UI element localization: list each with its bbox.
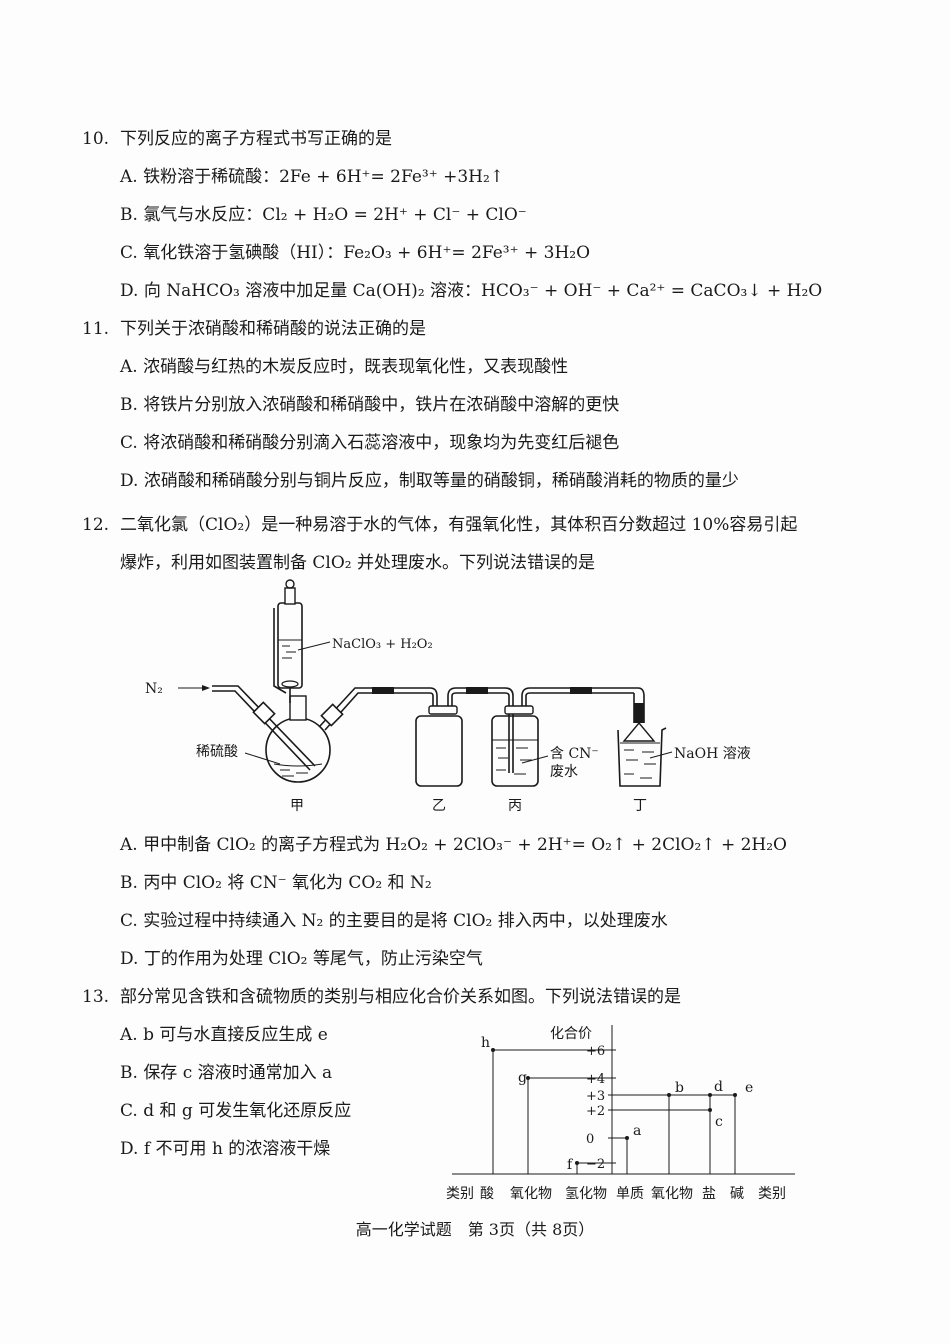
n2-arrowhead bbox=[202, 685, 210, 691]
x-axis-label-left: 类别 bbox=[446, 1186, 474, 1202]
beaker-ding bbox=[617, 727, 667, 787]
question-13-stem: 13.部分常见含铁和含硫物质的类别与相应化合价关系如图。下列说法错误的是 bbox=[82, 987, 681, 1007]
x-axis-label-right: 类别 bbox=[758, 1186, 786, 1202]
q10-option-a: A. 铁粉溶于稀硫酸：2Fe + 6H⁺= 2Fe³⁺ +3H₂↑ bbox=[120, 167, 505, 187]
q13-option-d: D. f 不可用 h 的浓溶液干燥 bbox=[120, 1139, 331, 1159]
question-number: 12. bbox=[82, 515, 110, 535]
x-category-label: 酸 bbox=[480, 1186, 494, 1202]
left-stopper bbox=[252, 701, 276, 725]
x-category-label: 碱 bbox=[730, 1186, 744, 1202]
waste-label-1: 含 CN⁻ bbox=[550, 746, 599, 762]
data-point-g bbox=[526, 1076, 530, 1080]
vessel-bing-label: 丙 bbox=[508, 798, 522, 814]
y-tick-label: −2 bbox=[586, 1157, 605, 1172]
q10-option-b: B. 氯气与水反应：Cl₂ + H₂O = 2H⁺ + Cl⁻ + ClO⁻ bbox=[120, 205, 527, 225]
q13-option-c: C. d 和 g 可发生氧化还原反应 bbox=[120, 1101, 352, 1121]
data-point-f bbox=[575, 1161, 579, 1165]
flask-label: 稀硫酸 bbox=[196, 744, 238, 760]
vessel-jia-label: 甲 bbox=[290, 798, 304, 814]
x-category-label: 单质 bbox=[616, 1186, 644, 1202]
bottle-bing bbox=[491, 715, 539, 787]
point-label-b: b bbox=[675, 1080, 684, 1096]
point-label-d: d bbox=[714, 1079, 723, 1095]
data-point-h bbox=[491, 1048, 495, 1052]
rubber-joint-4 bbox=[634, 703, 644, 723]
vessel-yi-label: 乙 bbox=[432, 798, 446, 814]
q11-option-d: D. 浓硝酸和稀硝酸分别与铜片反应，制取等量的硝酸铜，稀硝酸消耗的物质的量少 bbox=[120, 471, 739, 491]
point-label-c: c bbox=[715, 1114, 723, 1130]
n2-label: N₂ bbox=[145, 681, 163, 697]
y-tick-label: +3 bbox=[586, 1089, 605, 1104]
page-footer: 高一化学试题 第 3页（共 8页） bbox=[355, 1220, 595, 1239]
x-category-label: 氧化物 bbox=[651, 1186, 693, 1202]
q13-option-a: A. b 可与水直接反应生成 e bbox=[120, 1025, 328, 1045]
question-10-stem: 10.下列反应的离子方程式书写正确的是 bbox=[82, 129, 392, 149]
y-tick-label: +6 bbox=[586, 1044, 605, 1059]
data-point-a bbox=[625, 1136, 629, 1140]
question-11-stem: 11.下列关于浓硝酸和稀硝酸的说法正确的是 bbox=[82, 319, 426, 339]
question-12-stem-line1: 12.二氧化氯（ClO₂）是一种易溶于水的气体，有强氧化性，其体积百分数超过 1… bbox=[82, 515, 798, 535]
q13-option-b: B. 保存 c 溶液时通常加入 a bbox=[120, 1063, 333, 1083]
x-category-label: 盐 bbox=[702, 1186, 716, 1202]
question-number: 11. bbox=[82, 319, 110, 339]
bottle-bing-stopper bbox=[504, 705, 534, 715]
naoh-label: NaOH 溶液 bbox=[674, 746, 751, 762]
q11-option-b: B. 将铁片分别放入浓硝酸和稀硝酸中，铁片在浓硝酸中溶解的更快 bbox=[120, 395, 620, 415]
data-point-e bbox=[733, 1093, 737, 1097]
q11-option-a: A. 浓硝酸与红热的木炭反应时，既表现氧化性，又表现酸性 bbox=[120, 357, 569, 377]
waste-label-2: 废水 bbox=[550, 764, 578, 780]
flask-neck bbox=[289, 695, 307, 721]
x-category-label: 氧化物 bbox=[510, 1186, 552, 1202]
flask-jia bbox=[265, 717, 331, 783]
q12-option-c: C. 实验过程中持续通入 N₂ 的主要目的是将 ClO₂ 排入丙中，以处理废水 bbox=[120, 911, 668, 931]
point-label-a: a bbox=[633, 1123, 641, 1139]
y-tick-label: 0 bbox=[586, 1132, 594, 1147]
y-axis-label: 化合价 bbox=[550, 1026, 592, 1042]
q12-option-b: B. 丙中 ClO₂ 将 CN⁻ 氧化为 CO₂ 和 N₂ bbox=[120, 873, 432, 893]
rubber-joint-3 bbox=[570, 687, 592, 694]
point-label-e: e bbox=[745, 1080, 753, 1096]
point-label-f: f bbox=[567, 1157, 574, 1173]
question-number: 10. bbox=[82, 129, 110, 149]
bottle-yi bbox=[415, 715, 463, 787]
x-category-label: 氢化物 bbox=[565, 1186, 607, 1202]
question-number: 13. bbox=[82, 987, 110, 1007]
apparatus-diagram: N₂ NaClO₃ + H₂O₂ 稀硫酸 甲 bbox=[145, 579, 751, 814]
q10-option-c: C. 氧化铁溶于氢碘酸（HI）：Fe₂O₃ + 6H⁺= 2Fe³⁺ + 3H₂… bbox=[120, 243, 591, 263]
inverted-funnel bbox=[622, 721, 656, 742]
vessel-ding-label: 丁 bbox=[633, 798, 647, 814]
y-tick-label: +2 bbox=[586, 1104, 605, 1119]
point-label-g: g bbox=[518, 1070, 527, 1086]
q11-option-c: C. 将浓硝酸和稀硝酸分别滴入石蕊溶液中，现象均为先变红后褪色 bbox=[120, 433, 620, 453]
point-label-h: h bbox=[481, 1035, 490, 1051]
rubber-joint-2 bbox=[466, 687, 488, 694]
valence-category-chart: 化合价 类别 类别 +6+4+3+20−2 酸氧化物氢化物单质氧化物盐碱 hgf… bbox=[446, 1025, 795, 1202]
rubber-joint-1 bbox=[372, 687, 394, 694]
data-point-c bbox=[708, 1108, 712, 1112]
q10-option-d: D. 向 NaHCO₃ 溶液中加足量 Ca(OH)₂ 溶液：HCO₃⁻ + OH… bbox=[120, 281, 823, 301]
funnel-label: NaClO₃ + H₂O₂ bbox=[332, 637, 433, 652]
y-tick-label: +4 bbox=[586, 1072, 605, 1087]
right-stopper bbox=[320, 703, 344, 727]
bottle-yi-stopper bbox=[428, 705, 458, 715]
q12-option-a: A. 甲中制备 ClO₂ 的离子方程式为 H₂O₂ + 2ClO₃⁻ + 2H⁺… bbox=[120, 835, 787, 855]
question-12-stem-line2: 爆炸，利用如图装置制备 ClO₂ 并处理废水。下列说法错误的是 bbox=[120, 553, 596, 573]
funnel-stopper bbox=[284, 587, 296, 605]
inlet-tube bbox=[212, 685, 316, 767]
q12-option-d: D. 丁的作用为处理 ClO₂ 等尾气，防止污染空气 bbox=[120, 949, 483, 969]
